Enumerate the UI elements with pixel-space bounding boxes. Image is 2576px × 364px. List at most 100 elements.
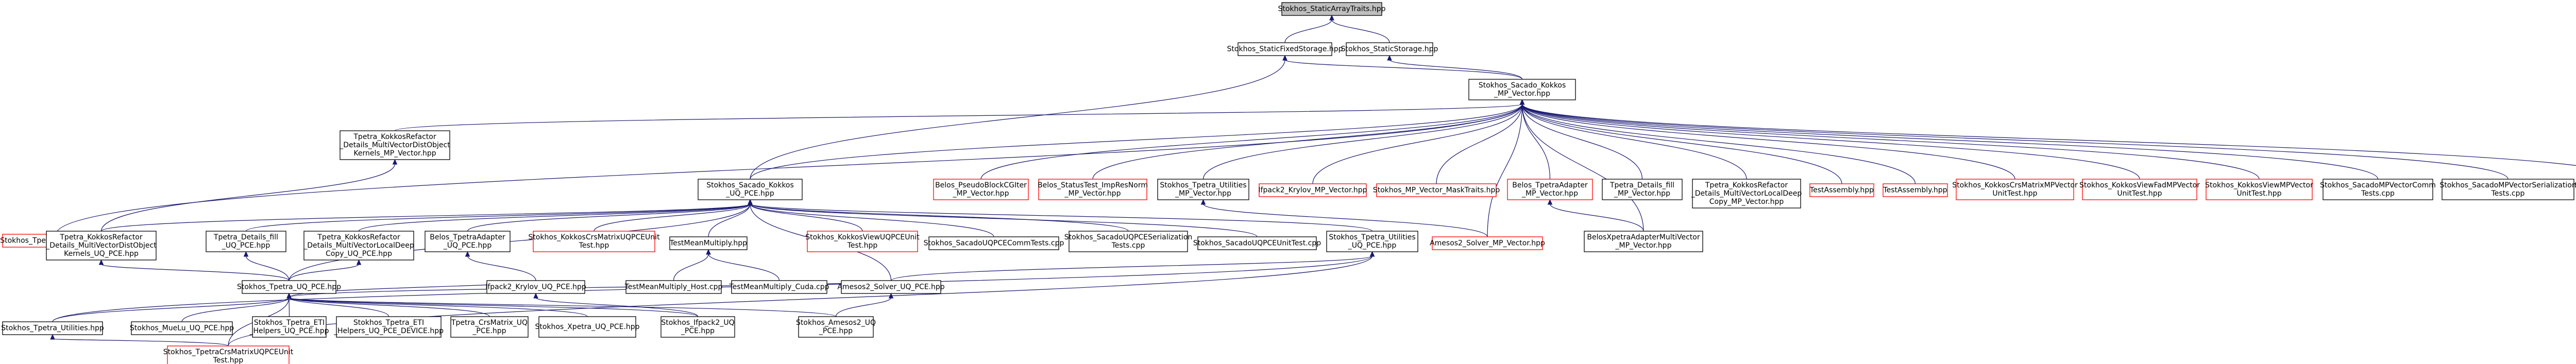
node-n15[interactable]: TestAssembly.hpp [1809,183,1874,197]
node-n8[interactable]: Belos_StatusTest_ImpResNorm_MP_Vector.hp… [1038,179,1148,200]
node-n13[interactable]: Tpetra_Details_fill_MP_Vector.hpp [1602,179,1683,200]
node-n49[interactable]: Stokhos_Amesos2_UQ_PCE.hpp [796,316,876,338]
node-box [2323,179,2433,200]
node-n17[interactable]: Stokhos_KokkosCrsMatrixMPVectorUnitTest.… [1952,179,2078,200]
node-label: _UQ_PCE.hpp [1348,241,1397,250]
node-label: Stokhos_Tpetra_Utilities [1329,233,1415,241]
node-label: _UQ_PCE.hpp [222,241,270,250]
node-n10[interactable]: Ifpack2_Krylov_MP_Vector.hpp [1258,183,1367,197]
edge-n6-to-n34 [748,199,1373,232]
node-label: _MP_Vector.hpp [1064,189,1121,198]
node-label: Stokhos_StaticFixedStorage.hpp [1227,45,1343,54]
node-box [1956,179,2074,200]
node-box [425,231,511,252]
node-label: Tpetra_Details_fill [1609,181,1674,189]
node-n38[interactable]: Ifpack2_Krylov_UQ_PCE.hpp [485,280,586,294]
node-label: Stokhos_KokkosCrsMatrixUQPCEUnit [528,233,660,241]
node-n34[interactable]: Stokhos_Tpetra_Utilities_UQ_PCE.hpp [1326,231,1418,252]
node-label: Stokhos_StaticStorage.hpp [1341,45,1438,54]
edge-n1-to-n3 [1329,14,1390,43]
node-n32[interactable]: Stokhos_SacadoUQPCESerializationTests.cp… [1064,231,1193,252]
node-label: TestAssembly.hpp [1809,186,1874,195]
edge-n4-to-n10 [1312,99,1525,184]
node-label: Test.hpp [579,241,609,250]
node-box [1346,42,1433,56]
node-label: _Helpers_UQ_PCE.hpp [249,327,329,335]
edge-n5-to-n24 [100,159,398,232]
node-n9[interactable]: Stokhos_Tpetra_Utilities_MP_Vector.hpp [1157,179,1249,200]
node-label: Stokhos_SacadoUQPCEUnitTest.cpp [1193,239,1321,248]
node-label: _MP_Vector.hpp [953,189,1009,198]
node-label: Ifpack2_Krylov_UQ_PCE.hpp [485,283,586,291]
node-n24[interactable]: Tpetra_KokkosRefactor_Details_MultiVecto… [45,231,157,261]
node-label: Tpetra_KokkosRefactor [59,233,142,241]
node-n47[interactable]: Stokhos_Xpetra_UQ_PCE.hpp [535,316,640,338]
node-label: Tpetra_KokkosRefactor [353,133,436,141]
node-box [807,231,918,252]
node-n41[interactable]: Amesos2_Solver_UQ_PCE.hpp [837,280,945,294]
node-n18[interactable]: Stokhos_KokkosViewFadMPVectorUnitTest.hp… [2079,179,2200,200]
node-n42[interactable]: Stokhos_Tpetra_Utilities.hpp [1,321,104,335]
node-box [698,179,803,200]
node-box [242,280,336,294]
node-n39[interactable]: TestMeanMultiply_Host.cpp [624,280,723,294]
node-n35[interactable]: Amesos2_Solver_MP_Vector.hpp [1430,236,1545,250]
node-n1[interactable]: Stokhos_StaticArrayTraits.hpp [1278,2,1386,16]
node-n25[interactable]: Tpetra_Details_fill_UQ_PCE.hpp [206,231,286,252]
node-label: Test.hpp [847,241,878,250]
node-n4[interactable]: Stokhos_Sacado_Kokkos_MP_Vector.hpp [1468,79,1576,100]
node-n22[interactable]: Stokhos_SacadoMPVectorUnitTest.hpp [2574,179,2576,200]
node-label: _Details_MultiVectorDistObject [339,141,450,149]
node-n40[interactable]: TestMeanMultiply_Cuda.cpp [728,280,829,294]
node-n5[interactable]: Tpetra_KokkosRefactor_Details_MultiVecto… [339,130,450,160]
node-n16[interactable]: TestAssembly.hpp [1883,183,1948,197]
node-label: Kernels_UQ_PCE.hpp [64,250,139,258]
node-label: Belos_StatusTest_ImpResNorm [1038,181,1148,189]
edge-n4-to-n18 [1519,99,2140,180]
node-box [669,236,748,250]
node-n45[interactable]: Stokhos_Tpetra_ETI_Helpers_UQ_PCE_DEVICE… [333,316,444,338]
node-n2[interactable]: Stokhos_StaticFixedStorage.hpp [1227,42,1343,56]
node-n43[interactable]: Stokhos_MueLu_UQ_PCE.hpp [130,321,234,335]
node-label: Tests.cpp [1111,241,1145,250]
node-box [2442,179,2574,200]
node-n48[interactable]: Stokhos_Ifpack2_UQ_PCE.hpp [660,316,735,338]
node-n3[interactable]: Stokhos_StaticStorage.hpp [1341,42,1438,56]
node-box [538,316,636,338]
node-n29[interactable]: TestMeanMultiply.hpp [669,236,748,250]
node-n11[interactable]: Stokhos_MP_Vector_MaskTraits.hpp [1373,183,1500,197]
node-n36[interactable]: BelosXpetraAdapterMultiVector_MP_Vector.… [1584,231,1703,252]
node-label: _MP_Vector.hpp [1614,189,1670,198]
graph-edges [50,14,2576,346]
node-n26[interactable]: Tpetra_KokkosRefactor_Details_MultiVecto… [303,231,414,261]
node-n14[interactable]: Tpetra_KokkosRefactor_Details_MultiVecto… [1691,179,1802,209]
node-n27[interactable]: Belos_TpetraAdapter_UQ_PCE.hpp [425,231,511,252]
node-label: Amesos2_Solver_MP_Vector.hpp [1430,239,1545,248]
node-n44[interactable]: Stokhos_Tpetra_ETI_Helpers_UQ_PCE.hpp [249,316,329,338]
node-n12[interactable]: Belos_TpetraAdapter_MP_Vector.hpp [1507,179,1593,200]
node-n33[interactable]: Stokhos_SacadoUQPCEUnitTest.cpp [1193,236,1321,250]
node-box [167,345,290,364]
node-n6[interactable]: Stokhos_Sacado_Kokkos_UQ_PCE.hpp [698,179,803,200]
edge-n25-to-n37 [243,251,290,281]
node-n31[interactable]: Stokhos_SacadoUQPCECommTests.cpp [924,236,1064,250]
node-label: _UQ_PCE.hpp [725,189,774,198]
node-box [660,316,735,338]
node-label: Tpetra_Details_fill [213,233,278,241]
node-label: UnitTest.hpp [2236,189,2281,198]
node-n37[interactable]: Stokhos_Tpetra_UQ_PCE.hpp [237,280,341,294]
node-box [798,316,874,338]
edge-n4-to-n7 [980,99,1525,180]
node-label: _MP_Vector.hpp [1494,90,1550,98]
node-label: Stokhos_KokkosViewMPVector [2205,181,2313,189]
node-n7[interactable]: Belos_PseudoBlockCGIter_MP_Vector.hpp [933,179,1029,200]
edge-n9-to-n35 [1200,199,1488,237]
node-n46[interactable]: Tpetra_CrsMatrix_UQ_PCE.hpp [450,316,529,338]
node-n21[interactable]: Stokhos_SacadoMPVectorSerializationTests… [2439,179,2576,200]
edge-n4-to-n5 [394,99,1525,131]
